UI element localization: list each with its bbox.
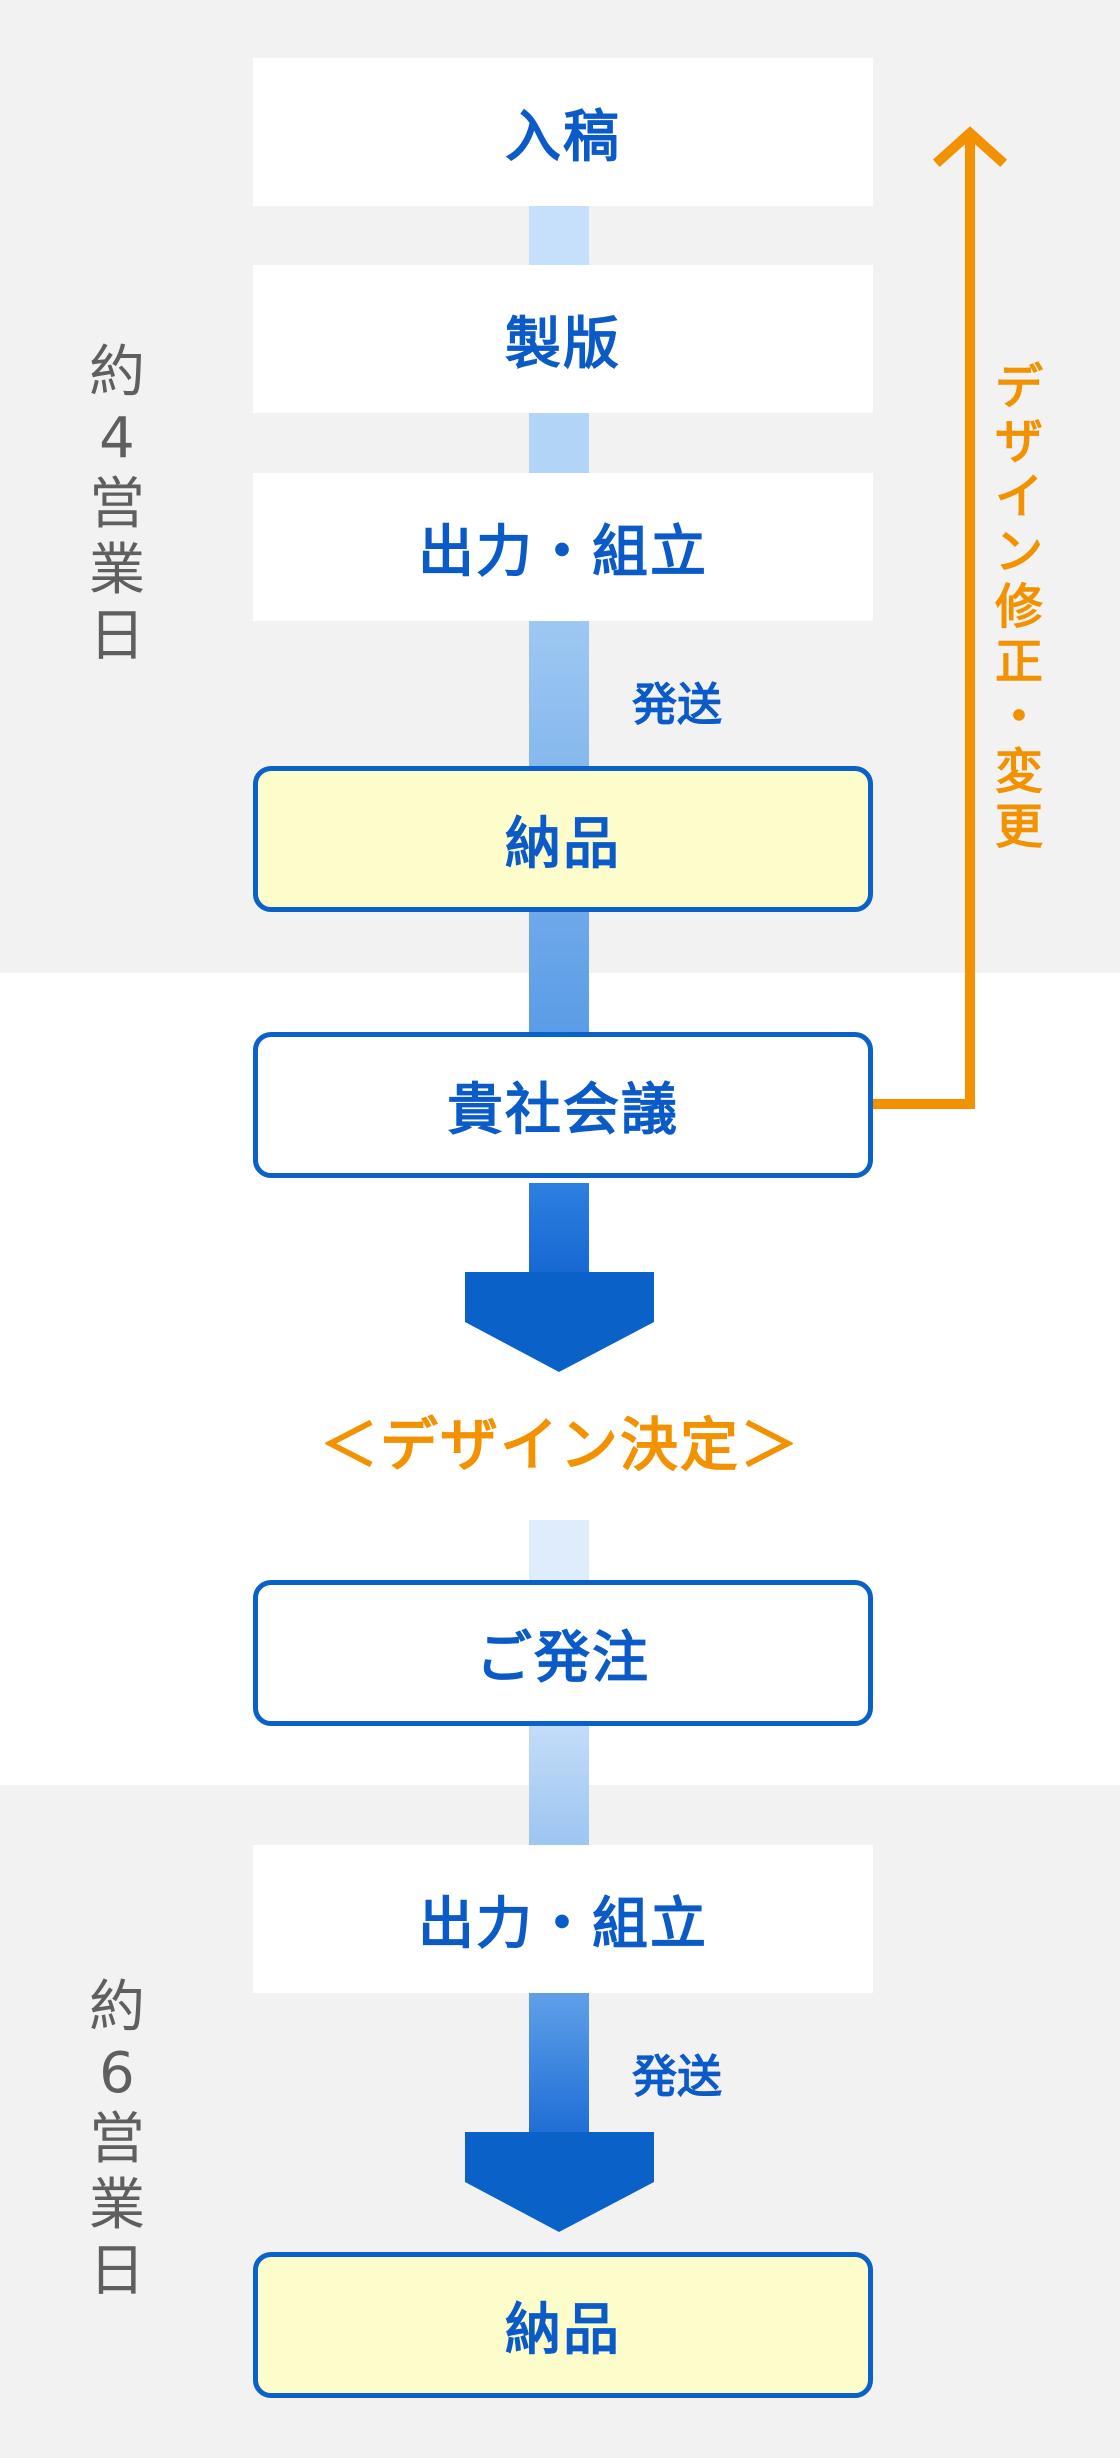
step-client-meeting: 貴社会議 xyxy=(253,1032,873,1178)
step-seihan-label: 製版 xyxy=(505,311,621,377)
shipping-label-1: 発送 xyxy=(631,678,722,731)
duration-label-bottom: 約 6 営 業 日 xyxy=(80,1975,154,2305)
revision-loop-arrow xyxy=(870,140,975,1109)
design-revision-label: デ ザ イ ン 修 正 ・ 変 更 xyxy=(985,360,1053,855)
down-arrow-head-1 xyxy=(465,1272,654,1372)
connector-6 xyxy=(529,1725,589,1845)
step-output-assembly-1: 出力・組立 xyxy=(253,473,873,621)
step-nyuko-label: 入稿 xyxy=(505,104,621,170)
duration-label-top: 約 4 営 業 日 xyxy=(80,340,154,670)
shipping-label-2: 発送 xyxy=(631,2050,722,2103)
step-delivery-1: 納品 xyxy=(253,766,873,912)
duration-bottom-char: 6 xyxy=(99,2041,135,2106)
revision-char: ザ xyxy=(994,414,1043,470)
revision-char: イ xyxy=(994,469,1043,525)
duration-top-char: 業 xyxy=(89,538,145,603)
connector-4 xyxy=(529,1183,589,1280)
connector-2 xyxy=(529,413,589,473)
revision-char: ・ xyxy=(994,689,1043,745)
step-client-meeting-label: 貴社会議 xyxy=(447,1077,679,1143)
revision-char: 更 xyxy=(994,799,1043,855)
duration-bottom-char: 日 xyxy=(89,2239,145,2304)
down-arrow-head-2 xyxy=(465,2132,654,2232)
step-output-assembly-2-label: 出力・組立 xyxy=(418,1891,708,1957)
duration-bottom-char: 業 xyxy=(89,2173,145,2238)
step-order: ご発注 xyxy=(253,1580,873,1726)
revision-arrow-head xyxy=(932,126,1008,168)
duration-top-char: 営 xyxy=(89,472,145,537)
revision-char: 変 xyxy=(994,744,1043,800)
duration-top-char: 約 xyxy=(89,340,145,405)
step-order-label: ご発注 xyxy=(476,1625,650,1691)
connector-7 xyxy=(529,1993,589,2143)
design-decision-label: ＜デザイン決定＞ xyxy=(319,1411,800,1479)
duration-top-char: 4 xyxy=(99,406,135,471)
step-delivery-2: 納品 xyxy=(253,2252,873,2398)
duration-bottom-char: 約 xyxy=(89,1975,145,2040)
step-delivery-1-label: 納品 xyxy=(505,811,621,877)
revision-char: デ xyxy=(994,359,1043,415)
duration-top-char: 日 xyxy=(89,604,145,669)
step-output-assembly-2: 出力・組立 xyxy=(253,1845,873,1993)
revision-char: ン xyxy=(994,524,1043,580)
duration-bottom-char: 営 xyxy=(89,2107,145,2172)
step-nyuko: 入稿 xyxy=(253,58,873,206)
step-seihan: 製版 xyxy=(253,265,873,413)
connector-5 xyxy=(529,1520,589,1585)
revision-char: 正 xyxy=(994,634,1043,690)
step-output-assembly-1-label: 出力・組立 xyxy=(418,519,708,585)
revision-char: 修 xyxy=(994,579,1043,635)
step-delivery-2-label: 納品 xyxy=(505,2297,621,2363)
connector-1 xyxy=(529,205,589,265)
